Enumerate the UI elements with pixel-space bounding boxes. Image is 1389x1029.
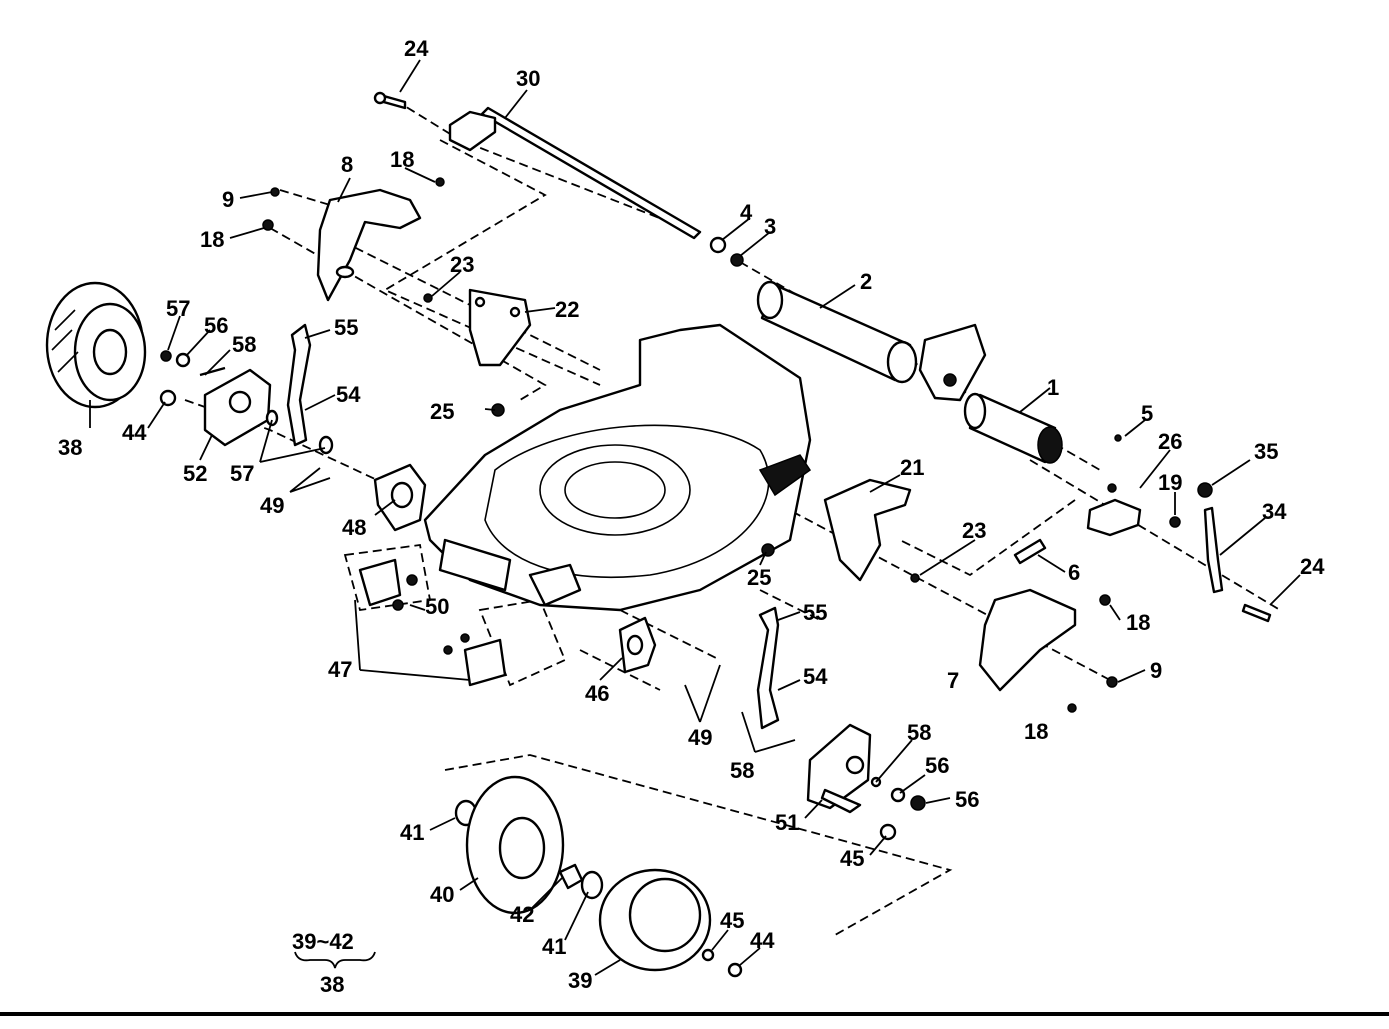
kit-note-range: 39~42 [292,929,354,954]
part-label-53-left: 54 [336,382,361,407]
part-label-9-left: 9 [222,187,234,212]
part-label-44: 44 [750,928,775,953]
part-shield-8 [316,188,422,302]
part-label-53-right: 54 [803,664,828,689]
part-label-55-right: 56 [925,753,949,778]
part-label-18-c: 18 [1126,610,1150,635]
part-spacer-42 [558,863,584,890]
part-bracket-46 [618,616,657,674]
part-label-58-right: 58 [907,720,931,745]
part-label-40: 40 [430,882,454,907]
part-label-48: 47 [328,657,352,682]
part-spring-6 [1013,538,1047,565]
part-label-25-right: 25 [747,565,771,590]
part-label-45: 45 [720,908,744,933]
part-label-49-left: 49 [260,493,284,518]
part-number-labels: 24 30 18 8 9 18 4 3 2 23 22 1 5 26 19 35… [58,36,1325,993]
part-small-washers-left [159,350,226,407]
part-label-54-left: 55 [334,315,358,340]
part-label-22: 22 [555,297,579,322]
part-label-18-a: 18 [390,147,414,172]
part-shield-21 [823,478,912,582]
kit-note-bracket [294,951,376,969]
part-label-57-right: 58 [730,758,754,783]
part-label-24-top: 24 [404,36,429,61]
part-label-19: 19 [1158,470,1182,495]
part-label-56-right: 56 [955,787,979,812]
part-label-57-left: 57 [230,461,254,486]
part-label-9-right: 9 [1150,658,1162,683]
part-label-4: 4 [740,200,753,225]
part-label-2: 2 [860,269,872,294]
part-lever-53-left [286,323,312,447]
part-bracket-47 [373,463,427,532]
part-label-41-b: 41 [542,934,566,959]
part-small-fasteners [262,177,1181,713]
part-label-34: 34 [1262,499,1287,524]
part-label-25-left: 25 [430,399,454,424]
kit-note-total: 38 [320,972,344,997]
part-label-47: 48 [342,515,366,540]
part-lever-34 [1197,482,1224,594]
part-label-23-top: 23 [450,252,474,277]
part-label-1: 1 [1047,375,1059,400]
kit-note: 39~42 38 [292,929,376,997]
part-label-8: 8 [341,152,353,177]
part-label-21: 21 [900,455,924,480]
part-label-46: 46 [585,681,609,706]
part-wheel-adapter-52 [203,368,272,447]
part-label-49-right: 49 [688,725,712,750]
part-roller-2 [756,280,918,384]
part-label-18-b: 18 [200,227,224,252]
part-label-43-right: 45 [840,846,864,871]
part-label-58-left: 58 [232,332,256,357]
part-label-7: 7 [947,668,959,693]
part-label-5: 5 [1141,401,1153,426]
part-bracket-26 [1086,498,1142,537]
part-label-26: 26 [1158,429,1182,454]
part-roller-1 [963,392,1063,464]
part-label-51: 51 [775,810,799,835]
part-label-39: 39 [568,968,592,993]
part-bolt-24-right [1241,603,1272,623]
part-washer-4-3 [709,236,744,267]
part-washers-57-left [265,409,334,455]
part-lever-53-right [756,606,780,730]
part-label-55-left: 56 [204,313,228,338]
part-label-50: 50 [425,594,449,619]
part-tire-39 [598,868,712,972]
part-axle-rod-30 [448,106,702,240]
part-brackets-48 [358,558,507,687]
part-shield-7 [978,588,1077,692]
part-nuts-50 [392,574,470,655]
leader-lines [89,59,1301,976]
part-wheel-adapter-51 [806,723,872,814]
part-label-35: 35 [1254,439,1278,464]
part-label-3: 3 [764,214,776,239]
part-label-38-left: 38 [58,435,82,460]
part-bearing-41-b [580,870,604,900]
part-wheel-rim-40 [465,775,565,915]
part-label-24-right: 24 [1300,554,1325,579]
part-label-43-left: 44 [122,420,147,445]
part-small-washers-right [870,776,926,841]
part-label-30: 30 [516,66,540,91]
part-wheel-38-left [45,281,147,409]
part-deck-housing [423,323,812,612]
part-label-54-right: 55 [803,600,827,625]
part-label-18-d: 18 [1024,719,1048,744]
part-label-41-a: 41 [400,820,424,845]
part-bolt-24-top [373,91,407,110]
part-label-6: 6 [1068,560,1080,585]
part-label-56-left: 57 [166,296,190,321]
part-washers-44-45 [701,948,743,978]
part-gear-housing [918,323,987,402]
part-bracket-22 [468,288,532,367]
part-label-52: 52 [183,461,207,486]
part-label-23-right: 23 [962,518,986,543]
part-label-42: 42 [510,902,534,927]
